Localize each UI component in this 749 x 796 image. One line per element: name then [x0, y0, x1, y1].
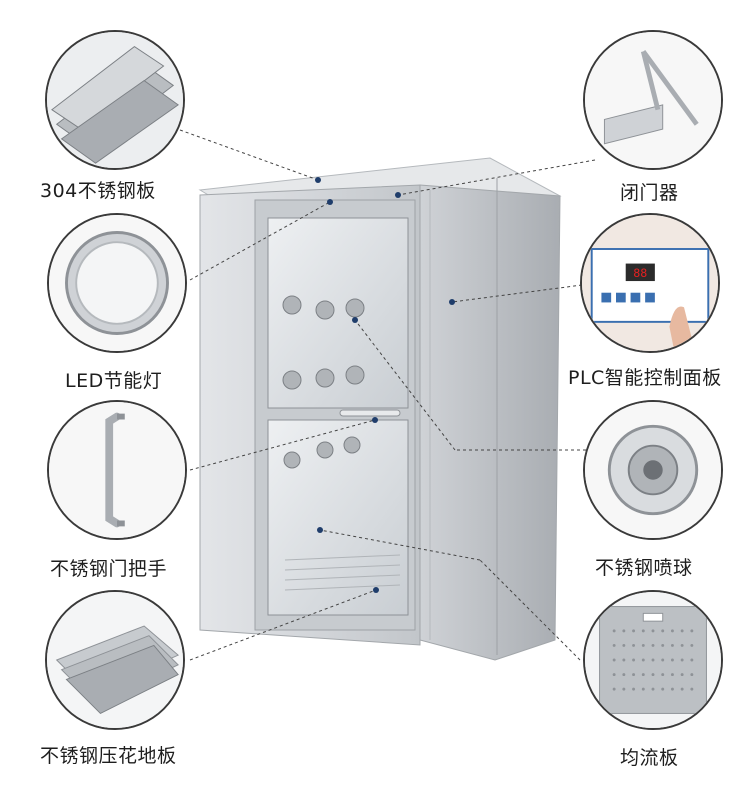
callout-door-closer — [583, 30, 723, 170]
label-nozzle: 不锈钢喷球 — [595, 557, 693, 579]
label-door-handle: 不锈钢门把手 — [50, 558, 168, 580]
callout-plc-panel: 88 — [580, 213, 720, 353]
nozzle-image — [585, 402, 721, 538]
callout-floor-plate — [45, 590, 185, 730]
callout-steel-plate — [45, 30, 185, 170]
led-light-image — [49, 215, 185, 351]
inner-nozzles — [282, 295, 365, 469]
door-closer-image — [585, 32, 721, 168]
door-glass-lower — [267, 419, 409, 616]
cabinet-front — [199, 184, 421, 646]
leader-lines — [179, 129, 596, 661]
leader-dots — [315, 177, 455, 593]
cabinet-right-side — [419, 184, 561, 661]
floor-plate-image — [47, 592, 183, 728]
label-door-closer: 闭门器 — [620, 182, 679, 204]
label-flow-plate: 均流板 — [620, 747, 679, 769]
steel-plate-image — [47, 32, 183, 168]
cabinet-top — [198, 157, 562, 233]
label-floor-plate: 不锈钢压花地板 — [40, 745, 177, 767]
callout-led-light — [47, 213, 187, 353]
svg-text:88: 88 — [633, 266, 647, 280]
door-frame — [254, 199, 416, 631]
plc-panel-image: 88 — [582, 215, 718, 351]
callout-nozzle — [583, 400, 723, 540]
label-plc-panel: PLC智能控制面板 — [568, 367, 722, 389]
door-handle-bar — [339, 409, 401, 417]
flow-plate-image — [585, 592, 721, 728]
callout-door-handle — [47, 400, 187, 540]
label-led-light: LED节能灯 — [65, 370, 163, 392]
label-steel-304: 304不锈钢板 — [40, 180, 156, 202]
door-glass-upper — [267, 217, 409, 409]
callout-flow-plate — [583, 590, 723, 730]
inner-floor-grille — [284, 554, 401, 591]
door-handle-image — [49, 402, 185, 538]
